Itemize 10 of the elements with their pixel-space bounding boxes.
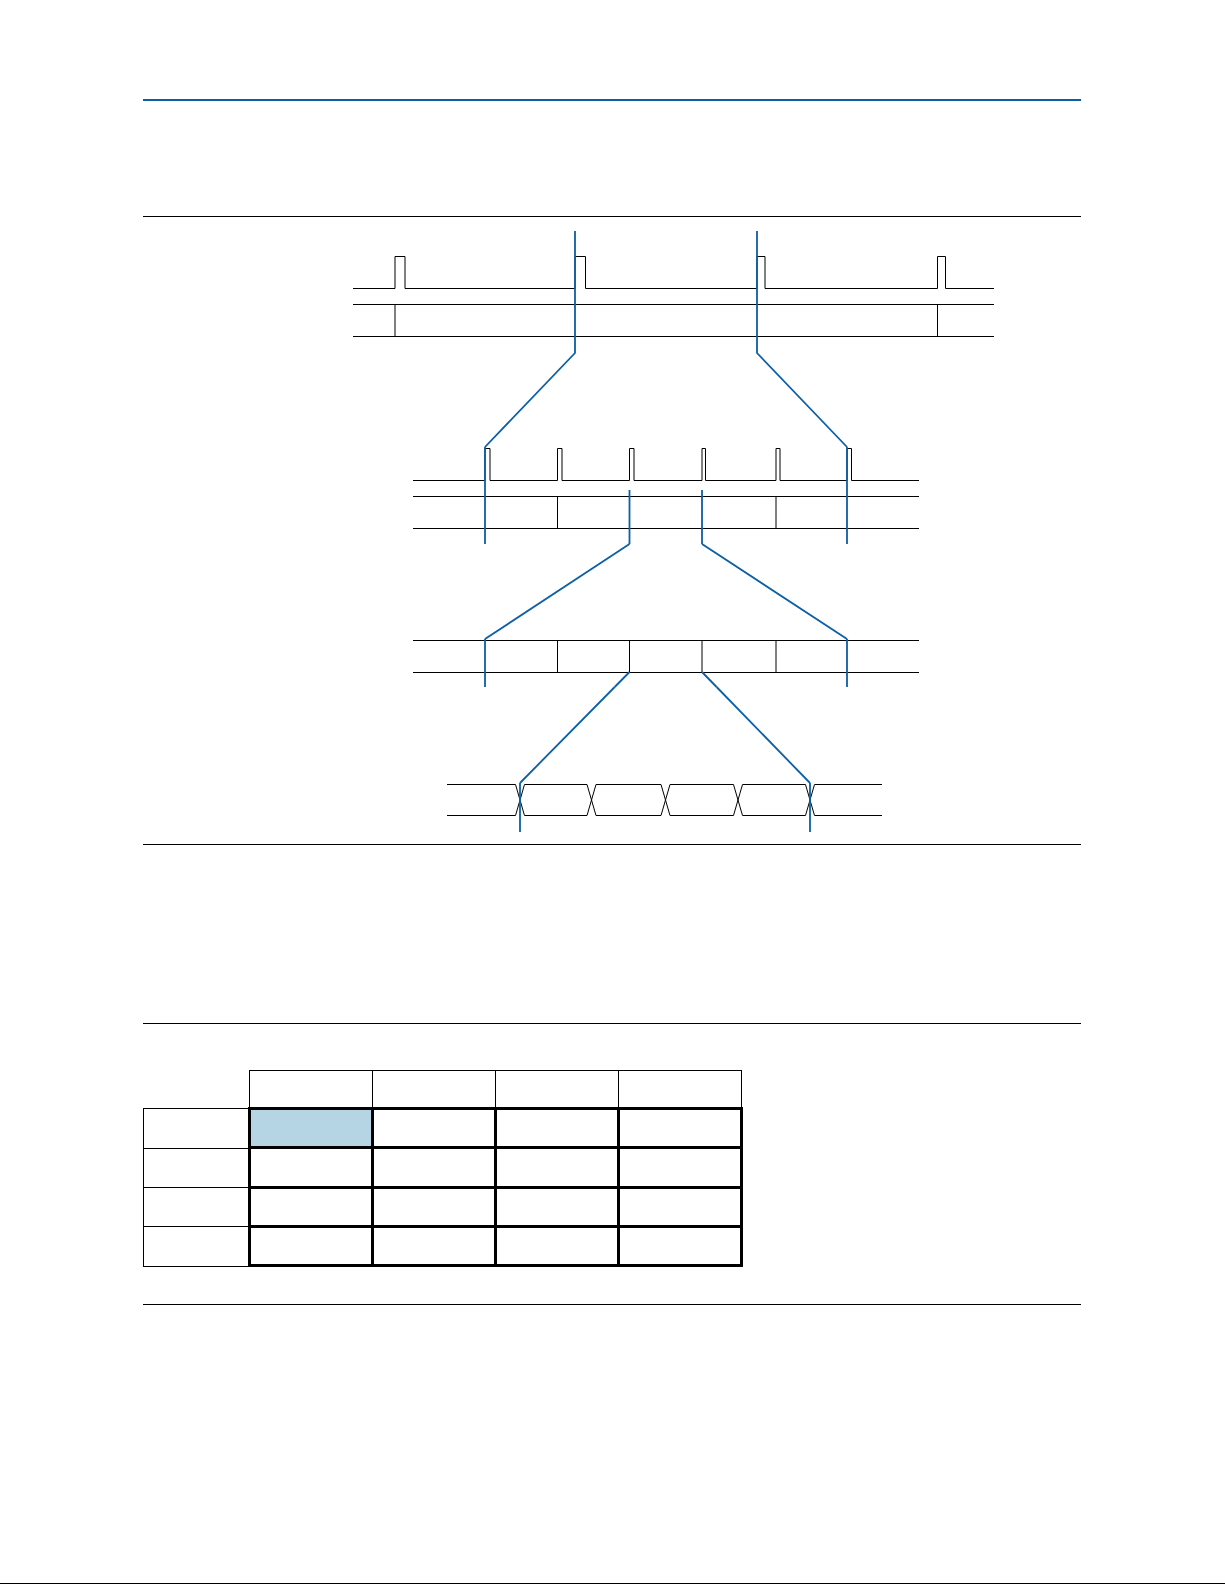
- zoom-guide-line: [484, 336, 576, 448]
- zoom-guide-line: [756, 336, 848, 448]
- zoom-guide-line: [715, 686, 811, 784]
- timing-waveform: [413, 447, 919, 544]
- timing-waveform: [353, 231, 994, 337]
- timing-waveform: [447, 783, 882, 832]
- zoom-guide-line: [484, 543, 631, 640]
- timing-waveform: [413, 639, 919, 687]
- zoom-guide-line: [519, 686, 616, 784]
- zoom-guide-line: [701, 543, 848, 640]
